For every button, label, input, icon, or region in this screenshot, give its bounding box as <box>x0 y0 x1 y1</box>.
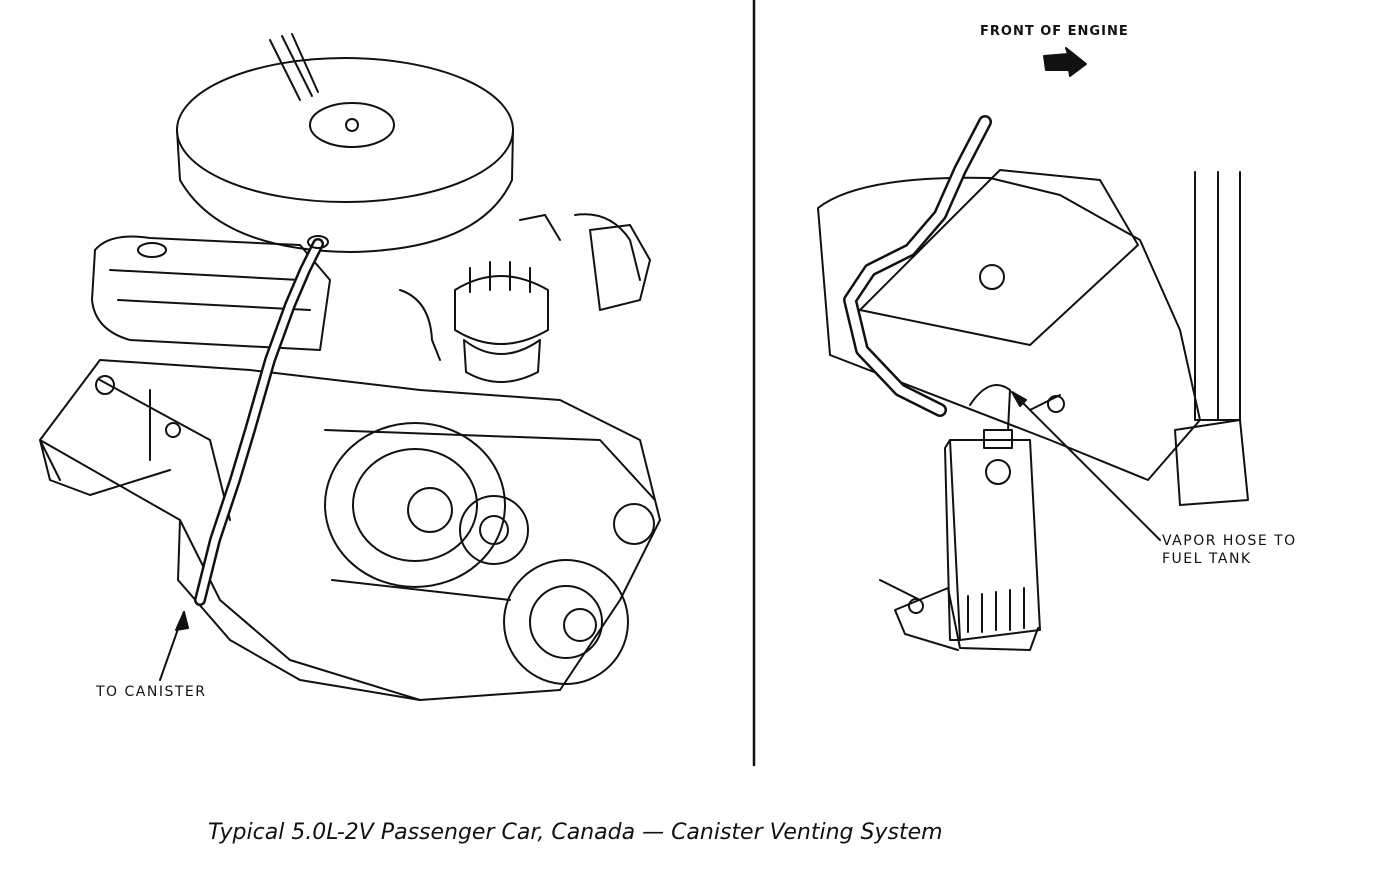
crank-pulley <box>324 422 506 588</box>
damper-pulley <box>503 559 629 685</box>
body-pillar <box>1194 171 1241 421</box>
vapor-hose-arrowhead <box>1011 391 1027 407</box>
distributor-cap <box>454 275 549 345</box>
canister-illustration <box>817 47 1249 651</box>
air-cleaner-top <box>176 57 514 203</box>
air-cleaner-center <box>309 102 395 148</box>
air-cleaner-body <box>176 129 514 253</box>
engine-illustration <box>39 33 661 701</box>
canister-port <box>985 459 1011 485</box>
snorkel-tubes <box>269 33 319 101</box>
vapor-hose-label-line2: FUEL TANK <box>1162 551 1252 567</box>
fender-panel <box>817 176 1201 481</box>
front-arrow-icon <box>1043 47 1087 77</box>
vapor-hose-engine <box>194 238 324 606</box>
vapor-hose-label: VAPOR HOSE TO FUEL TANK <box>1162 532 1297 568</box>
charcoal-canister <box>949 439 1041 641</box>
vapor-hose-leader <box>1011 391 1161 541</box>
valve-cover <box>91 235 331 351</box>
figure-caption: Typical 5.0L-2V Passenger Car, Canada — … <box>208 820 943 845</box>
to-canister-label: TO CANISTER <box>96 684 207 700</box>
canister-bracket <box>894 587 1039 651</box>
wing-nut-icon <box>345 118 359 132</box>
engine-block <box>39 359 661 701</box>
front-of-engine-label: FRONT OF ENGINE <box>980 24 1129 39</box>
mounting-tray <box>859 169 1139 346</box>
vapor-hose-label-line1: VAPOR HOSE TO <box>1162 533 1297 549</box>
idler-pulley <box>459 495 529 565</box>
to-canister-arrowhead <box>175 611 189 631</box>
